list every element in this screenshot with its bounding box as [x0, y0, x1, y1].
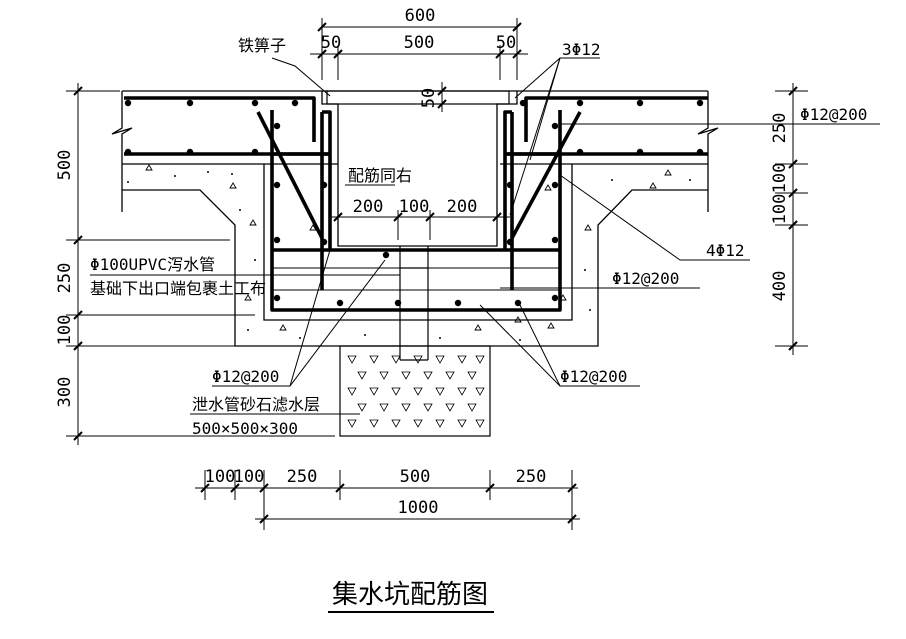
- label-4bars: 4Φ12: [706, 241, 745, 260]
- dim-top-right: 50: [496, 33, 516, 53]
- slab-outline: [111, 90, 719, 212]
- dim-cover: 50: [419, 88, 439, 108]
- dim-top-mid: 500: [404, 33, 435, 53]
- label-pipe-line1: Φ100UPVC泻水管: [90, 255, 215, 274]
- dim-left-d: 300: [55, 377, 75, 408]
- bottom-dimensions: [195, 470, 580, 530]
- rebar-lines: [124, 96, 708, 312]
- label-3bars: 3Φ12: [562, 40, 601, 59]
- label-pipe-line2: 基础下出口端包裹土工布: [90, 279, 266, 298]
- dim-inner-right: 200: [447, 197, 478, 217]
- label-rebar-left-bottom: Φ12@200: [212, 367, 279, 386]
- label-rebar-right-top: Φ12@200: [800, 105, 867, 124]
- dim-bottom-d: 500: [400, 467, 431, 487]
- concrete-dots: [127, 171, 691, 341]
- label-grate: 铁箅子: [238, 36, 286, 55]
- dim-right-c: 100: [770, 194, 790, 225]
- drain-pipe: [399, 246, 429, 361]
- label-same-right: 配筋同右: [348, 166, 412, 185]
- rebar-dots: [124, 99, 704, 307]
- pit-outline: [263, 90, 573, 321]
- cover-dimension: [437, 82, 447, 112]
- dim-bottom-a: 100: [205, 467, 236, 487]
- rebar-thin: [272, 267, 560, 291]
- dim-bottom-c: 250: [287, 467, 318, 487]
- dim-bottom-total: 1000: [398, 498, 439, 518]
- dim-bottom-e: 250: [516, 467, 547, 487]
- dim-bottom-b: 100: [234, 467, 265, 487]
- top-dimensions: [310, 18, 528, 80]
- dim-right-d: 400: [770, 271, 790, 302]
- dim-inner-mid: 100: [399, 197, 430, 217]
- gravel-filter: [339, 345, 491, 437]
- label-filter-line2: 500×500×300: [192, 419, 298, 438]
- concrete-hatch: [145, 164, 672, 331]
- label-rebar-right-bottom: Φ12@200: [560, 367, 627, 386]
- drawing-title: 集水坑配筋图: [332, 580, 488, 610]
- dim-left-b: 250: [55, 263, 75, 294]
- leader-lines: [90, 57, 880, 415]
- dim-top-overall: 600: [405, 6, 436, 26]
- right-dimensions: [775, 83, 808, 355]
- dim-left-c: 100: [55, 315, 75, 346]
- label-filter-line1: 泄水管砂石滤水层: [192, 395, 320, 414]
- dim-right-a: 250: [770, 113, 790, 144]
- inner-dimensions: [330, 210, 510, 240]
- dim-left-a: 500: [55, 150, 75, 181]
- left-dimensions: [66, 83, 335, 445]
- dim-inner-left: 200: [353, 197, 384, 217]
- dim-top-left: 50: [321, 33, 341, 53]
- label-rebar-right-mid: Φ12@200: [612, 269, 679, 288]
- dim-right-b: 100: [770, 163, 790, 194]
